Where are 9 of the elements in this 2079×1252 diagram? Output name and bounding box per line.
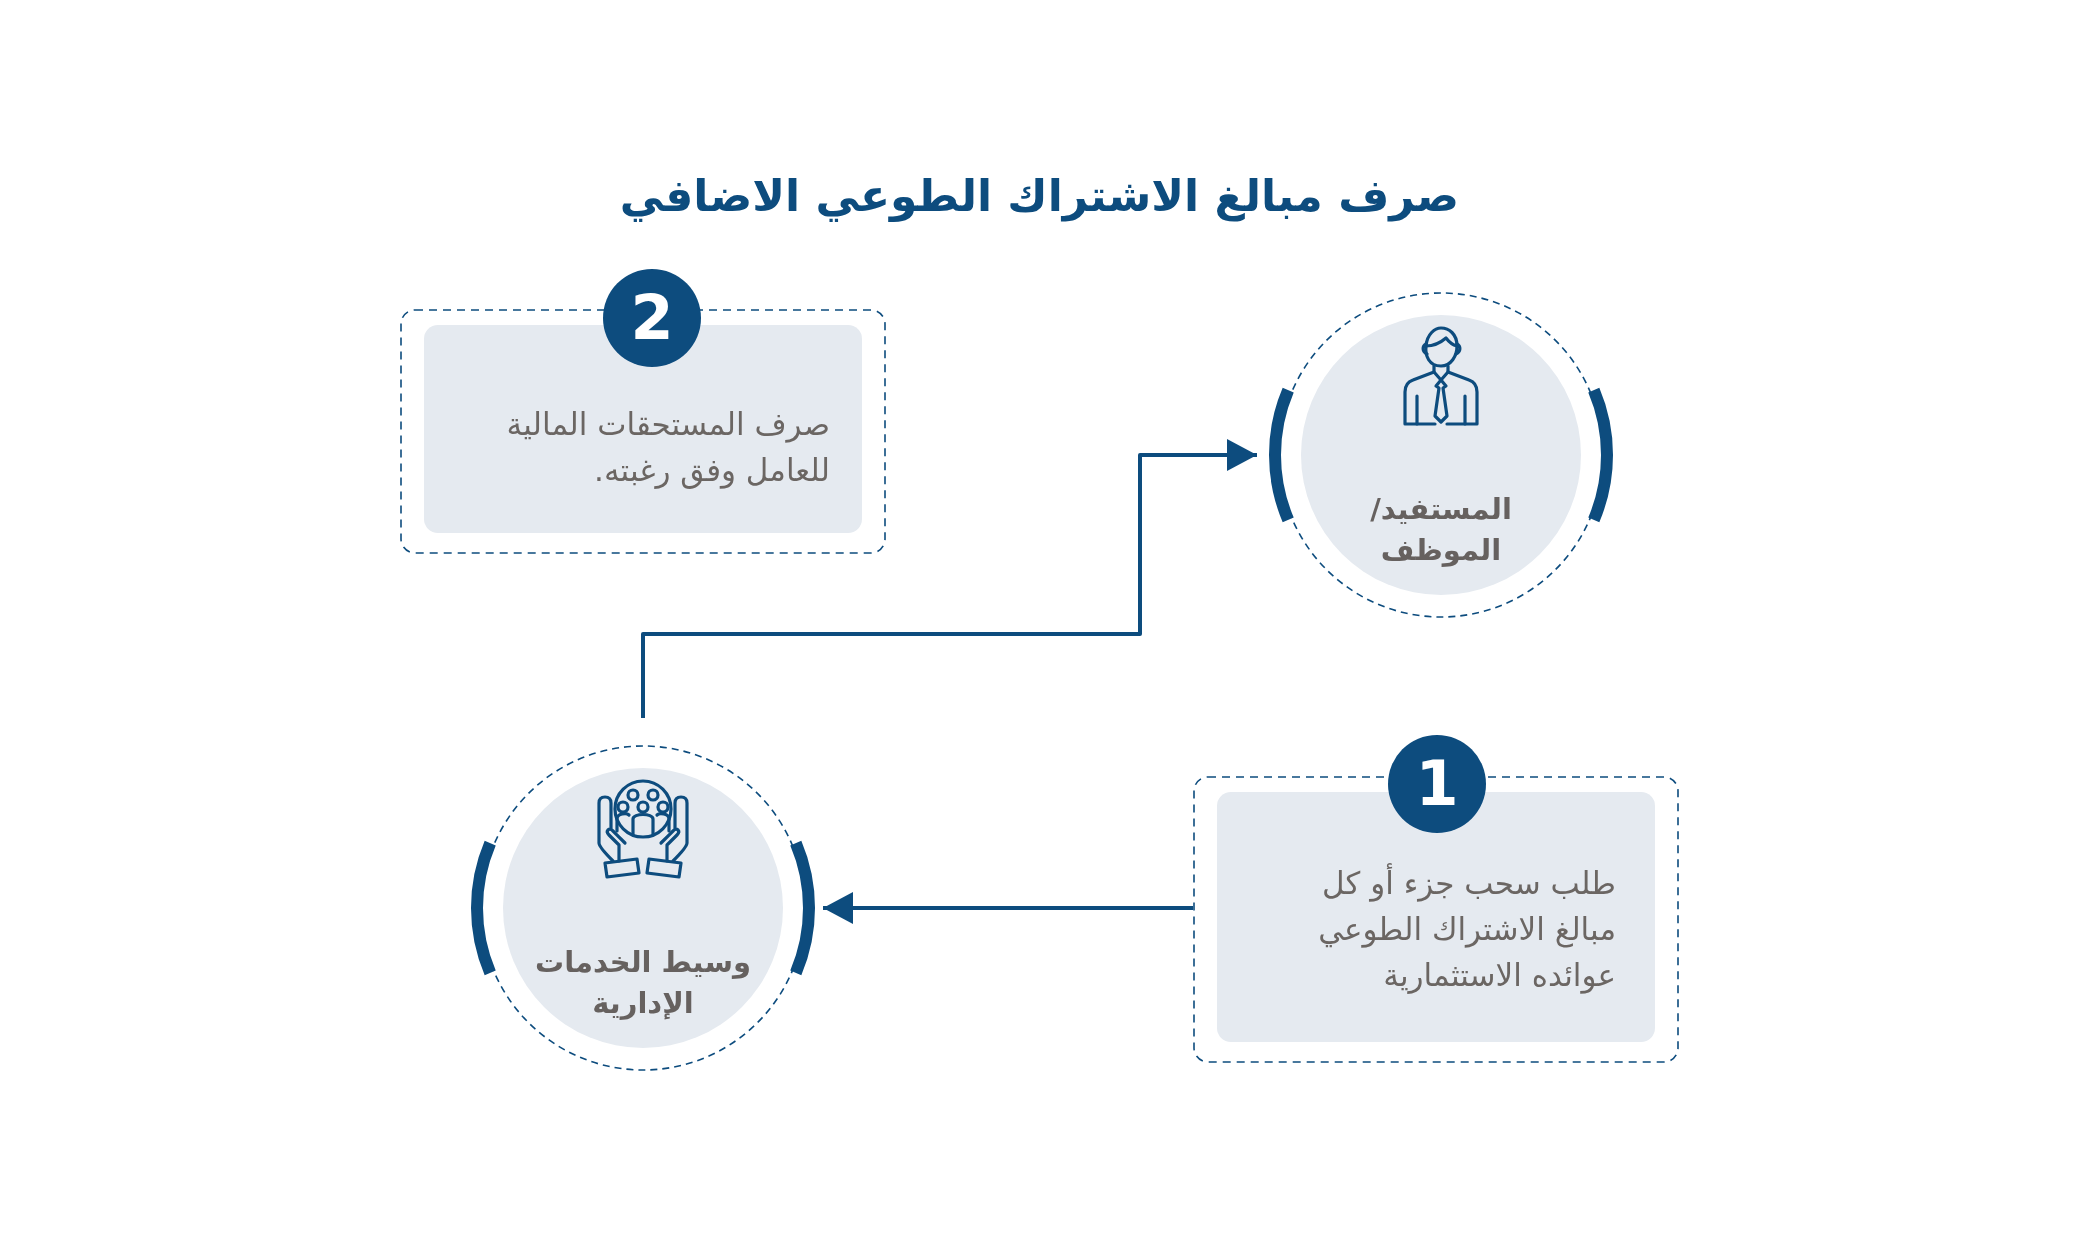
step-number-badge: 1 <box>1388 735 1486 833</box>
step-description: طلب سحب جزء أو كل مبالغ الاشتراك الطوعي عوائده الاستثمارية <box>1317 862 1616 996</box>
flow-arrow <box>823 892 1193 924</box>
step-number-badge: 2 <box>603 269 701 367</box>
flow-arrow <box>641 439 1257 718</box>
role-label: وسيط الخدمات الإدارية <box>534 944 752 1022</box>
title: صرف مبالغ الاشتراك الطوعي الاضافي <box>618 170 1461 221</box>
step-description: صرف المستحقات المالية للعامل وفق رغبته. <box>505 405 830 491</box>
role-label: المستفيد/ الموظف <box>1369 491 1513 569</box>
